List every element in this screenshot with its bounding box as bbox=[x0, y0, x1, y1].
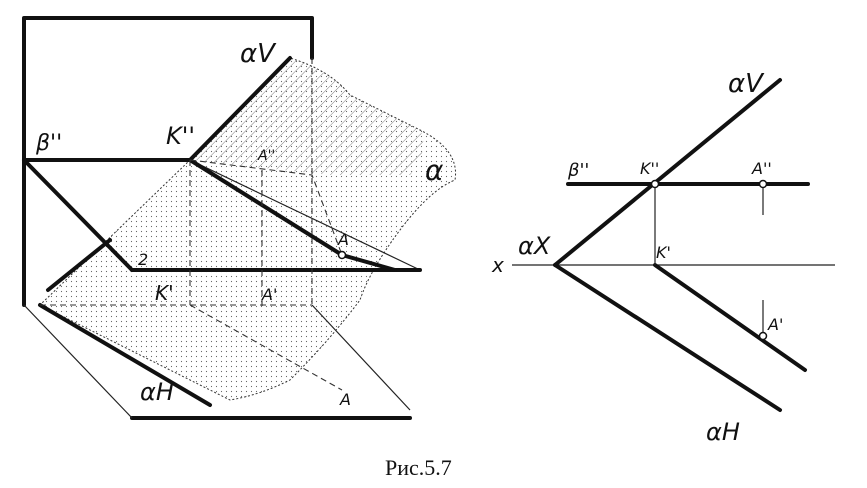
label-alpha-v-right: αV bbox=[728, 69, 765, 99]
figure-caption: Рис.5.7 bbox=[385, 455, 452, 480]
label-k1-right: K' bbox=[656, 243, 671, 262]
label-a2-right: A'' bbox=[751, 159, 772, 178]
label-beta-left: β'' bbox=[35, 131, 62, 156]
trace-alpha-h-right bbox=[553, 263, 782, 412]
alpha-lower-edge bbox=[46, 238, 112, 292]
label-k1-left: K' bbox=[155, 281, 174, 305]
plane-beta-left-edge bbox=[22, 158, 134, 272]
label-alpha-h-right: αH bbox=[706, 418, 740, 446]
trace-alpha-v bbox=[188, 56, 292, 162]
orthographic-view: αV β'' K'' A'' αX x K' A' αH bbox=[491, 69, 835, 446]
point-a1-marker bbox=[758, 331, 768, 341]
label-k2-right: K'' bbox=[640, 159, 659, 178]
label-a-h-left: A bbox=[339, 390, 351, 409]
label-alpha-v-left: αV bbox=[240, 39, 277, 69]
dash-diag1 bbox=[189, 159, 343, 256]
trace-alpha-h bbox=[38, 303, 212, 407]
label-a1-right: A' bbox=[767, 315, 783, 334]
label-alpha-x-right: αX bbox=[518, 232, 551, 260]
label-alpha-h-left: αH bbox=[140, 378, 174, 406]
label-2-left: 2 bbox=[138, 250, 148, 269]
plane-h-left-edge bbox=[23, 304, 133, 419]
label-a2-left: A'' bbox=[257, 148, 275, 164]
pictorial-view: αV β'' K'' A'' α A 2 K' A' A αH bbox=[22, 16, 457, 420]
point-a2-marker bbox=[758, 179, 768, 189]
line-k1-a1 bbox=[653, 263, 807, 372]
label-alpha-left: α bbox=[425, 154, 444, 187]
label-k2-left: K'' bbox=[166, 122, 195, 150]
label-beta-right: β'' bbox=[567, 160, 589, 181]
dash-diag2 bbox=[189, 304, 343, 391]
point-a-marker bbox=[337, 250, 347, 260]
label-a1-left: A' bbox=[261, 285, 277, 304]
plane-alpha-hatch bbox=[190, 58, 424, 175]
trace-alpha-v-right bbox=[553, 78, 782, 267]
point-k2-marker bbox=[650, 179, 660, 189]
label-x-right: x bbox=[491, 253, 504, 277]
label-a-left: A bbox=[337, 230, 349, 249]
